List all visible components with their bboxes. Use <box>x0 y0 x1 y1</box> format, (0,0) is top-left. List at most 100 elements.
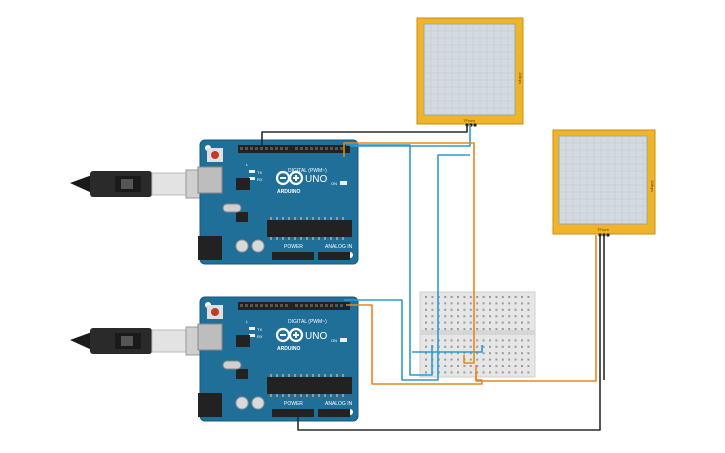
breadboard-hole[interactable] <box>469 371 472 374</box>
breadboard-hole[interactable] <box>482 315 485 318</box>
breadboard-hole[interactable] <box>476 328 479 330</box>
breadboard-hole[interactable] <box>521 321 523 324</box>
breadboard-hole[interactable] <box>527 358 530 361</box>
breadboard-hole[interactable] <box>476 315 479 318</box>
breadboard-hole[interactable] <box>469 345 472 348</box>
breadboard-hole[interactable] <box>501 308 504 311</box>
breadboard-hole[interactable] <box>457 352 459 355</box>
breadboard-hole[interactable] <box>457 302 459 305</box>
breadboard-hole[interactable] <box>514 302 517 305</box>
breadboard-hole[interactable] <box>514 345 517 348</box>
breadboard-hole[interactable] <box>508 321 511 324</box>
display-pin-tx[interactable] <box>606 233 610 237</box>
breadboard-hole[interactable] <box>527 352 530 355</box>
breadboard-hole[interactable] <box>495 308 498 311</box>
breadboard-hole[interactable] <box>469 328 472 330</box>
breadboard-hole[interactable] <box>482 365 485 367</box>
usb-cable-1[interactable] <box>70 169 203 199</box>
breadboard-hole[interactable] <box>501 365 504 367</box>
display-pin-tx[interactable] <box>473 123 477 127</box>
breadboard-hole[interactable] <box>501 358 504 361</box>
breadboard-hole[interactable] <box>476 352 479 355</box>
breadboard-hole[interactable] <box>444 321 447 324</box>
breadboard-hole[interactable] <box>431 321 434 324</box>
breadboard-hole[interactable] <box>514 339 517 342</box>
breadboard-hole[interactable] <box>469 302 472 305</box>
breadboard-hole[interactable] <box>425 339 427 342</box>
breadboard-hole[interactable] <box>450 352 453 355</box>
breadboard-hole[interactable] <box>508 365 511 367</box>
wire-orange-board1-display1[interactable] <box>343 142 475 364</box>
breadboard-hole[interactable] <box>489 321 491 324</box>
breadboard-hole[interactable] <box>425 302 427 305</box>
analog-header[interactable] <box>318 409 350 417</box>
breadboard-hole[interactable] <box>514 315 517 318</box>
breadboard-hole[interactable] <box>514 308 517 311</box>
breadboard-hole[interactable] <box>508 358 511 361</box>
breadboard-hole[interactable] <box>495 328 498 330</box>
breadboard-hole[interactable] <box>514 358 517 361</box>
breadboard-hole[interactable] <box>521 339 523 342</box>
breadboard-hole[interactable] <box>482 321 485 324</box>
breadboard-hole[interactable] <box>527 328 530 330</box>
breadboard-hole[interactable] <box>463 365 466 367</box>
breadboard-hole[interactable] <box>444 308 447 311</box>
breadboard-hole[interactable] <box>476 302 479 305</box>
breadboard-hole[interactable] <box>469 315 472 318</box>
breadboard-hole[interactable] <box>527 371 530 374</box>
breadboard-hole[interactable] <box>444 339 447 342</box>
breadboard-hole[interactable] <box>495 358 498 361</box>
breadboard-hole[interactable] <box>508 308 511 311</box>
breadboard-hole[interactable] <box>501 352 504 355</box>
breadboard-hole[interactable] <box>463 339 466 342</box>
breadboard-hole[interactable] <box>482 352 485 355</box>
breadboard-hole[interactable] <box>489 358 491 361</box>
breadboard-hole[interactable] <box>450 358 453 361</box>
breadboard-hole[interactable] <box>495 302 498 305</box>
breadboard-hole[interactable] <box>514 328 517 330</box>
breadboard-hole[interactable] <box>425 321 427 324</box>
breadboard-hole[interactable] <box>476 296 479 298</box>
breadboard-hole[interactable] <box>469 296 472 298</box>
breadboard-hole[interactable] <box>495 345 498 348</box>
breadboard-hole[interactable] <box>508 302 511 305</box>
wire-gnd-display-1[interactable] <box>261 125 468 145</box>
breadboard-hole[interactable] <box>501 339 504 342</box>
breadboard-hole[interactable] <box>476 345 479 348</box>
breadboard-hole[interactable] <box>501 321 504 324</box>
breadboard-hole[interactable] <box>463 302 466 305</box>
breadboard-hole[interactable] <box>425 328 427 330</box>
power-jack[interactable] <box>198 393 222 417</box>
breadboard-hole[interactable] <box>501 371 504 374</box>
breadboard-hole[interactable] <box>469 308 472 311</box>
breadboard[interactable] <box>419 291 536 378</box>
breadboard-hole[interactable] <box>501 345 504 348</box>
breadboard-hole[interactable] <box>463 352 466 355</box>
breadboard-hole[interactable] <box>482 296 485 298</box>
power-jack[interactable] <box>198 236 222 260</box>
breadboard-hole[interactable] <box>457 328 459 330</box>
breadboard-hole[interactable] <box>521 328 523 330</box>
breadboard-hole[interactable] <box>501 302 504 305</box>
breadboard-hole[interactable] <box>457 358 459 361</box>
power-header[interactable] <box>272 409 314 417</box>
breadboard-hole[interactable] <box>489 296 491 298</box>
breadboard-hole[interactable] <box>469 365 472 367</box>
breadboard-hole[interactable] <box>444 345 447 348</box>
breadboard-hole[interactable] <box>527 315 530 318</box>
breadboard-hole[interactable] <box>495 321 498 324</box>
usb-cable-2[interactable] <box>70 326 203 356</box>
breadboard-hole[interactable] <box>450 371 453 374</box>
breadboard-hole[interactable] <box>527 339 530 342</box>
breadboard-hole[interactable] <box>425 358 427 361</box>
breadboard-hole[interactable] <box>508 315 511 318</box>
breadboard-hole[interactable] <box>521 302 523 305</box>
breadboard-hole[interactable] <box>469 358 472 361</box>
breadboard-hole[interactable] <box>425 345 427 348</box>
breadboard-hole[interactable] <box>476 371 479 374</box>
breadboard-hole[interactable] <box>495 352 498 355</box>
breadboard-hole[interactable] <box>521 315 523 318</box>
breadboard-hole[interactable] <box>450 328 453 330</box>
breadboard-hole[interactable] <box>444 315 447 318</box>
breadboard-hole[interactable] <box>508 352 511 355</box>
